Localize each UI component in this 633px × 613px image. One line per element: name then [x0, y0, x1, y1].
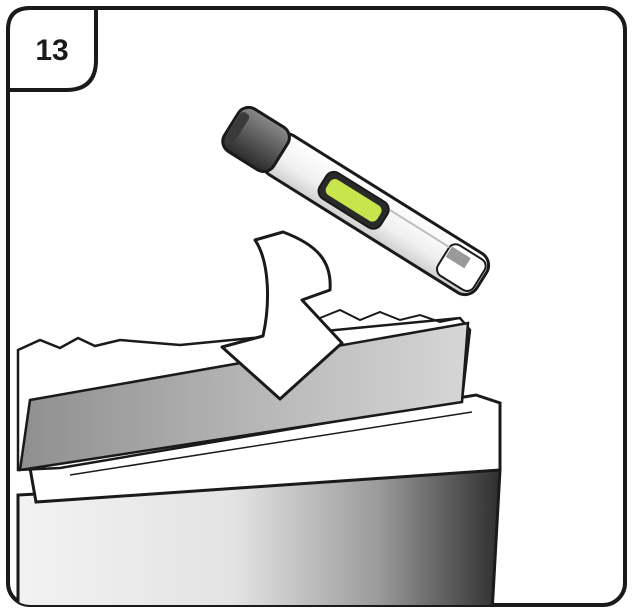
step-number: 13	[35, 34, 68, 67]
